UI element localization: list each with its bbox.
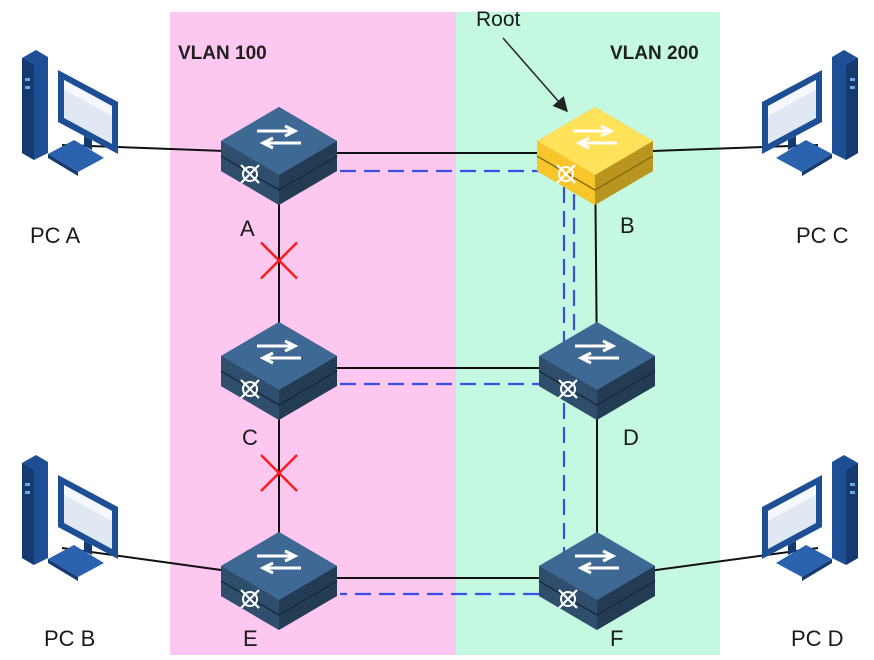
vlan-100-region [170,12,456,655]
pc-label-d: PC D [791,626,844,651]
switch-label-e: E [243,626,258,651]
pc-c-computer-icon [762,50,858,176]
pc-label-b: PC B [44,626,96,651]
switch-f-icon [538,532,656,630]
switch-label-a: A [240,216,255,241]
pc-d-computer-icon [762,455,858,581]
pc-label-c: PC C [796,223,849,248]
switch-label-f: F [610,626,624,651]
vlan-200-path-inner [340,188,576,386]
switch-d-icon [538,322,656,420]
pc-layer [22,50,858,581]
vlan-200-label: VLAN 200 [610,43,699,64]
switch-c-icon [220,322,338,420]
switch-label-b: B [620,213,635,238]
switch-a-icon [220,107,338,205]
pc-a-computer-icon [22,50,118,176]
pc-b-computer-icon [22,455,118,581]
blocked-port-marker [260,241,298,280]
switch-label-c: C [242,425,258,450]
switch-b-root-icon [536,107,654,205]
blocked-port-marker [260,454,298,492]
switch-label-d: D [623,425,639,450]
switch-layer [220,107,656,630]
switch-e-icon [220,532,338,630]
root-label: Root [476,8,521,31]
blocked-ports-layer [260,241,298,492]
vlan-100-label: VLAN 100 [178,43,267,64]
root-pointer-arrow [502,37,568,113]
pc-label-a: PC A [30,223,81,248]
